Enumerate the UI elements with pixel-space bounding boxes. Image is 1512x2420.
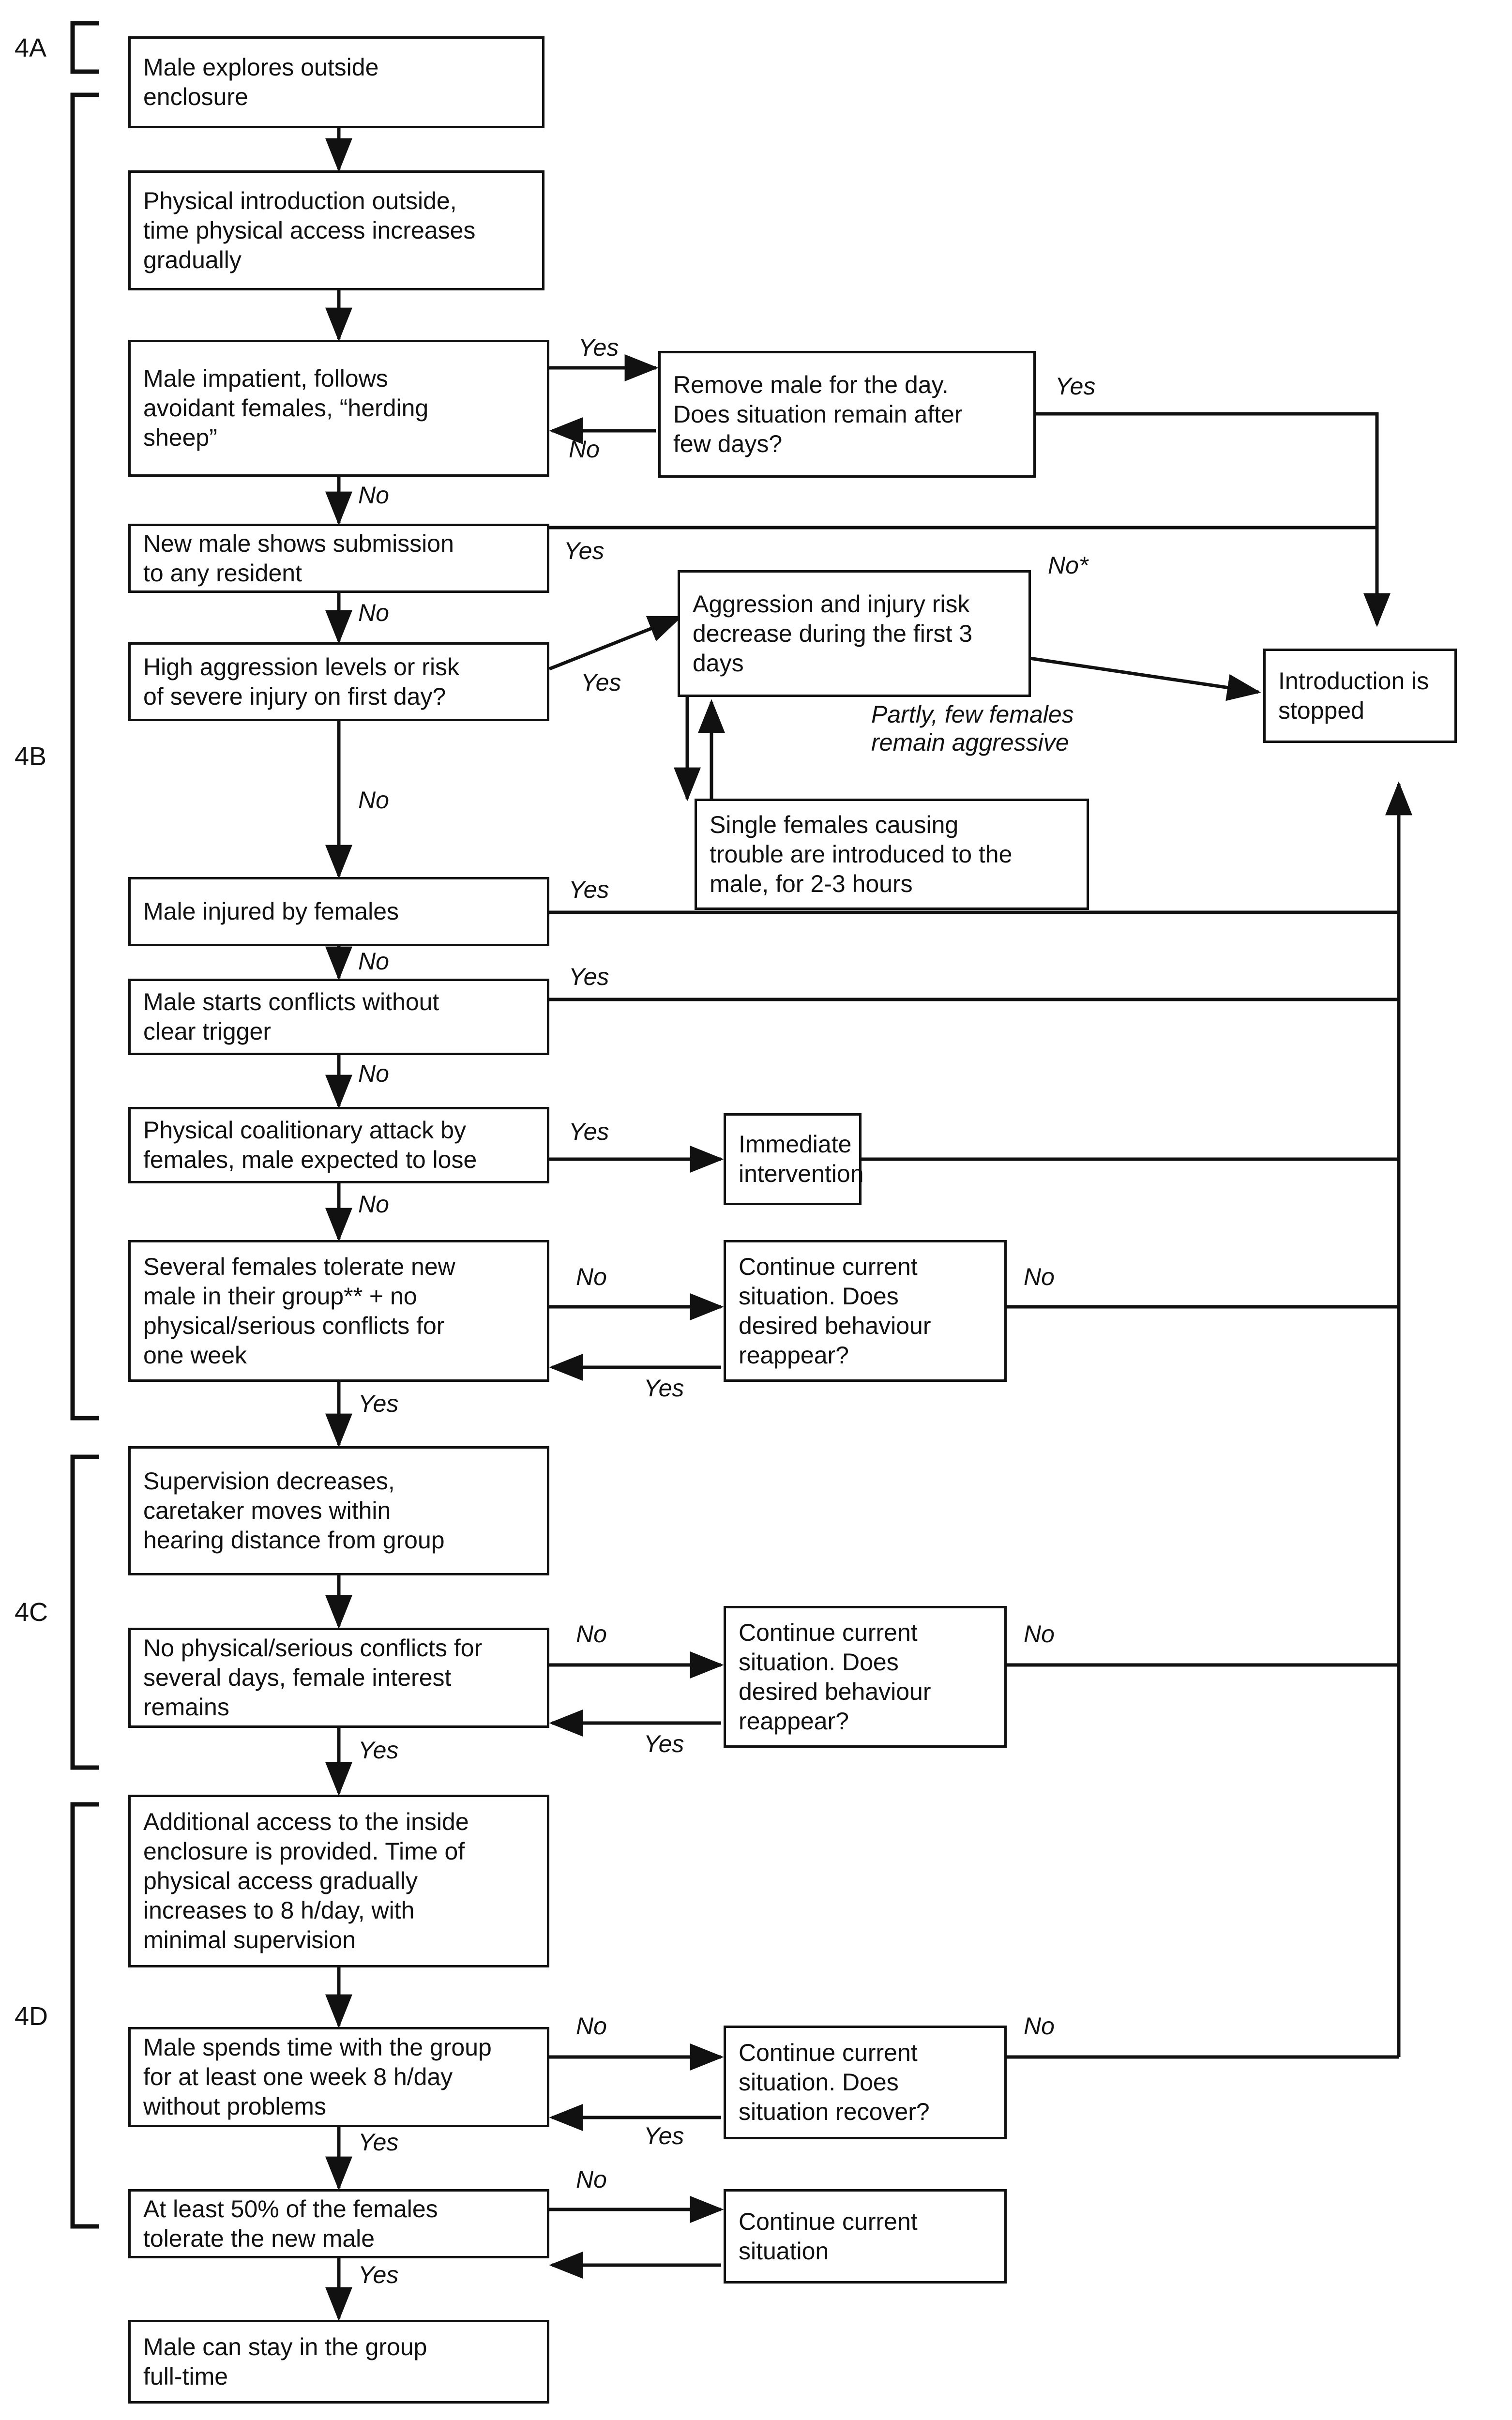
edge-label-yes-n7-n6: Yes [581,669,621,696]
edge-label-yes-n15-n14: Yes [644,1375,684,1402]
edge-label-yes-n20-n22: Yes [358,2129,399,2156]
bracket-4a [70,21,99,74]
edge-label-no-n3-n5: No [358,482,389,509]
node-label: Single females causing trouble are intro… [710,811,1013,897]
node-introduction-is-stopped[interactable]: Introduction is stopped [1263,649,1457,743]
edge-label-partly-few-females: Partly, few females remain aggressive [871,701,1074,756]
edge-label-yes-n14-n16: Yes [358,1390,399,1417]
node-new-male-shows-submission[interactable]: New male shows submission to any residen… [128,524,549,593]
edge-label-yes-n4-n8: Yes [1055,373,1096,400]
edge-label-no-n22-n23: No [576,2166,607,2193]
node-label: Male starts conflicts without clear trig… [143,988,439,1045]
edge-label-yes-n10-n8: Yes [569,876,609,903]
node-label: Continue current situation. Does desired… [739,1618,931,1735]
node-continue-current-situation-c[interactable]: Continue current situation. Does desired… [724,1606,1007,1748]
node-male-spends-time-with-group[interactable]: Male spends time with the group for at l… [128,2027,549,2127]
edge-label-yes-n3-n4: Yes [578,334,619,361]
node-at-least-50-percent-tolerate[interactable]: At least 50% of the females tolerate the… [128,2189,549,2258]
node-label: Aggression and injury risk decrease duri… [693,590,973,677]
node-label: Male can stay in the group full-time [143,2333,427,2390]
node-label: Male spends time with the group for at l… [143,2034,492,2120]
section-label-4c: 4C [15,1598,48,1627]
node-no-conflicts-several-days[interactable]: No physical/serious conflicts for severa… [128,1628,549,1728]
edge-label-no-n20-n21: No [576,2012,607,2040]
node-label: Physical introduction outside, time phys… [143,187,476,273]
node-continue-current-situation-e[interactable]: Continue current situation [724,2189,1007,2284]
edge-label-no-n18-n8: No [1024,1620,1055,1648]
node-male-can-stay-full-time[interactable]: Male can stay in the group full-time [128,2320,549,2404]
node-label: Male injured by females [143,898,399,925]
edge-label-no-n5-n7: No [358,599,389,626]
node-label: Continue current situation [739,2208,918,2265]
node-immediate-intervention[interactable]: Immediate intervention [724,1113,864,1205]
node-label: Immediate intervention [739,1131,864,1187]
node-label: Male impatient, follows avoidant females… [143,365,429,451]
section-label-4b: 4B [15,742,47,771]
edge-label-no-n14-n15: No [576,1263,607,1290]
edge-label-yes-n18-n17: Yes [644,1730,684,1757]
node-label: Continue current situation. Does desired… [739,1253,931,1369]
node-male-injured-by-females[interactable]: Male injured by females [128,877,549,946]
edge-label-no-n4-n3: No [569,436,600,463]
edge-label-yes-n5-n6: Yes [564,537,605,564]
edge-label-yes-n12-n13: Yes [569,1118,609,1145]
edge-label-no-n7-n10: No [358,786,389,814]
node-continue-current-situation-b[interactable]: Continue current situation. Does desired… [724,1240,1007,1382]
bracket-4d [70,1802,99,2229]
node-physical-coalitionary-attack[interactable]: Physical coalitionary attack by females,… [128,1107,549,1183]
node-label: No physical/serious conflicts for severa… [143,1634,483,1721]
node-continue-current-situation-d[interactable]: Continue current situation. Does situati… [724,2026,1007,2139]
node-label: Physical coalitionary attack by females,… [143,1117,477,1173]
edge-label-no-n11-n12: No [358,1060,389,1087]
edge-label-no-n21-n8: No [1024,2012,1055,2040]
node-male-impatient-herding[interactable]: Male impatient, follows avoidant females… [128,340,549,477]
edge-label-yes-n17-n19: Yes [358,1737,399,1764]
bracket-4c [70,1454,99,1770]
node-label: High aggression levels or risk of severe… [143,653,460,710]
edge-label-no-n10-n11: No [358,948,389,975]
edge-label-no-n12-n14: No [358,1191,389,1218]
section-label-4a: 4A [15,33,47,62]
node-supervision-decreases[interactable]: Supervision decreases, caretaker moves w… [128,1446,549,1575]
node-label: Additional access to the inside enclosur… [143,1808,469,1953]
node-label: Supervision decreases, caretaker moves w… [143,1467,445,1554]
node-label: Remove male for the day. Does situation … [673,371,963,457]
node-label: At least 50% of the females tolerate the… [143,2195,438,2252]
edge-label-yes-n11-n8: Yes [569,963,609,990]
node-male-explores-outside[interactable]: Male explores outside enclosure [128,36,544,128]
edge-label-yes-n21-n20: Yes [644,2122,684,2149]
node-label: Several females tolerate new male in the… [143,1253,455,1369]
node-label: Introduction is stopped [1278,667,1429,724]
node-single-females-causing-trouble[interactable]: Single females causing trouble are intro… [695,799,1089,910]
edge-label-yes-n22-n24: Yes [358,2261,399,2288]
node-label: New male shows submission to any residen… [143,529,454,587]
node-several-females-tolerate[interactable]: Several females tolerate new male in the… [128,1240,549,1382]
edge-label-no-n15-n8: No [1024,1263,1055,1290]
node-male-starts-conflicts[interactable]: Male starts conflicts without clear trig… [128,979,549,1055]
section-label-4d: 4D [15,2002,48,2031]
node-additional-access-inside[interactable]: Additional access to the inside enclosur… [128,1795,549,1967]
edge-label-no-star-n6-n8: No* [1048,552,1089,579]
node-aggression-injury-risk-decrease[interactable]: Aggression and injury risk decrease duri… [678,570,1031,697]
node-high-aggression-levels[interactable]: High aggression levels or risk of severe… [128,642,549,721]
node-label: Male explores outside enclosure [143,54,379,110]
node-remove-male-for-the-day[interactable]: Remove male for the day. Does situation … [658,351,1036,478]
node-physical-introduction-outside[interactable]: Physical introduction outside, time phys… [128,170,544,290]
edge-label-no-n17-n18: No [576,1620,607,1648]
bracket-4b [70,92,99,1421]
node-label: Continue current situation. Does situati… [739,2039,930,2125]
